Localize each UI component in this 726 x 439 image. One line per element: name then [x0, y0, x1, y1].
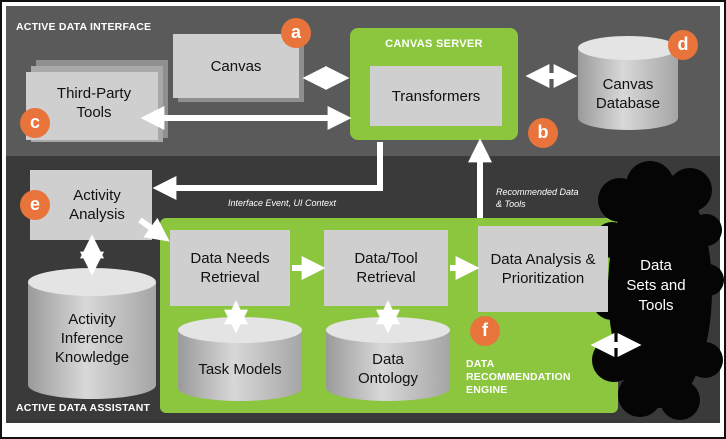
data-tool-label: Data/Tool Retrieval	[354, 250, 418, 286]
badge-f: f	[470, 316, 500, 346]
data-analysis-label: Data Analysis & Prioritization	[490, 251, 596, 287]
activity-analysis-box	[30, 170, 152, 240]
assistant-section-label: ACTIVE DATA ASSISTANT	[16, 402, 151, 414]
third-party-tools-label: Third-Party Tools	[56, 85, 132, 121]
canvas-server-title: CANVAS SERVER	[385, 38, 483, 50]
interface-event-label: Interface Event, UI Context	[228, 198, 337, 208]
data-ontology-label: Data Ontology	[357, 351, 419, 387]
data-needs-box	[170, 230, 290, 306]
activity-analysis-label: Activity Analysis	[69, 187, 125, 223]
data-analysis-box	[478, 226, 608, 312]
arrows	[80, 64, 642, 357]
transformers-label: Transformers	[391, 87, 481, 105]
arrow-server-activity	[152, 142, 383, 200]
data-needs-label: Data Needs Retrieval	[190, 250, 270, 286]
activity-inference-cylinder	[28, 268, 156, 399]
transformers-box	[370, 66, 502, 126]
badge-c: c	[20, 108, 50, 138]
data-tool-box	[324, 230, 448, 306]
canvas-database-cylinder	[578, 36, 678, 130]
data-sets-label: Data Sets and Tools	[626, 257, 686, 314]
canvas-database-label: Canvas Database	[595, 76, 661, 112]
interface-section-label: ACTIVE DATA INTERFACE	[16, 21, 152, 33]
recommended-label: Recommended Data & Tools	[496, 187, 579, 209]
arrow-activity-needs	[138, 217, 170, 242]
task-models-label: Task Models	[198, 360, 282, 378]
badge-d: d	[668, 30, 698, 60]
engine-title: DATA RECOMMENDATION ENGINE	[466, 358, 571, 396]
badge-a: a	[281, 18, 311, 48]
badge-e: e	[20, 190, 50, 220]
canvas-label: Canvas	[210, 57, 262, 75]
badge-b: b	[528, 118, 558, 148]
canvas-box	[173, 34, 299, 98]
activity-inference-label: Activity Inference Knowledge	[54, 310, 130, 366]
